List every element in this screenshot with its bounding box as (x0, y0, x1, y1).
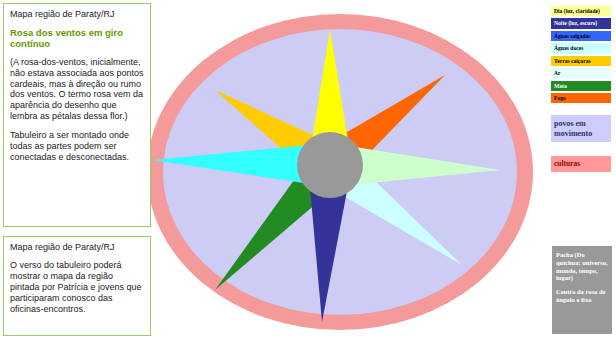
legend-label: Noite (luz, escuro) (554, 20, 608, 26)
legend-label: culturas (554, 160, 608, 169)
legend-swatch: culturas (551, 156, 611, 173)
panel-text: Rosa dos ventos em giro contínuo (10, 27, 144, 50)
panel-heading: Mapa região de Paraty/RJ (10, 9, 144, 20)
legend-swatch: povos em movimento (551, 115, 611, 141)
text-panel: Mapa região de Paraty/RJ Rosa dos ventos … (3, 3, 151, 227)
legend-label: Terras caiçaras (554, 58, 608, 64)
inner-field (163, 29, 517, 315)
center-disc (297, 132, 363, 198)
legend-swatch: Mata (551, 81, 611, 91)
legend-swatch: Águas doces (551, 43, 611, 53)
panel-heading: Pacha (Do quíchua: universo, mundo, temp… (556, 251, 608, 282)
text-panel: Mapa região de Paraty/RJ O verso do tabul… (3, 236, 151, 336)
legend-label: povos em movimento (554, 119, 608, 137)
legend-swatch: Águas salgadas (551, 31, 611, 41)
outer-ring (147, 14, 533, 330)
legend: Dia (luz, claridade) Noite (luz, escuro) Á… (551, 6, 613, 172)
legend-label: Fogo (554, 95, 608, 101)
center-note-box: Pacha (Do quíchua: universo, mundo, temp… (552, 246, 612, 334)
legend-swatch: Noite (luz, escuro) (551, 18, 611, 28)
legend-swatch: Dia (luz, claridade) (551, 6, 611, 16)
legend-label: Dia (luz, claridade) (554, 8, 608, 14)
legend-label: Águas doces (554, 45, 608, 51)
panel-heading: Mapa região de Paraty/RJ (10, 242, 144, 253)
legend-label: Mata (554, 83, 608, 89)
legend-swatch: Fogo (551, 93, 611, 103)
panel-text: O verso do tabuleiro poderá mostrar o ma… (10, 260, 144, 315)
legend-label: Águas salgadas (554, 33, 608, 39)
legend-swatch: Ar (551, 68, 611, 78)
panel-text: Centro da rosa de ângulo e fixo (556, 288, 608, 304)
legend-swatch: Terras caiçaras (551, 56, 611, 66)
panel-text: Tabuleiro a ser montado onde todas as pa… (10, 130, 144, 163)
panel-text: (A rosa-dos-ventos, inicialmente, não es… (10, 57, 144, 123)
legend-label: Ar (554, 70, 608, 76)
